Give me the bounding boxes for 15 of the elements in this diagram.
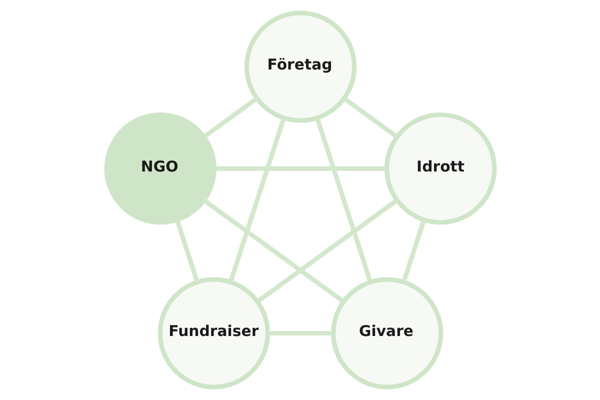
connector bbox=[202, 198, 344, 304]
connector bbox=[174, 219, 199, 282]
connector bbox=[214, 166, 386, 171]
connector bbox=[401, 219, 426, 282]
connector bbox=[267, 330, 332, 336]
node-circle: Givare bbox=[330, 277, 443, 390]
connector bbox=[342, 96, 398, 138]
connector bbox=[314, 117, 372, 283]
node-circle: Idrott bbox=[384, 112, 496, 225]
node-circle: Fundraiser bbox=[157, 277, 270, 390]
connector bbox=[256, 198, 398, 304]
node-circle: NGO bbox=[104, 112, 216, 225]
connector bbox=[228, 117, 286, 283]
node-circle: Företag bbox=[244, 10, 356, 123]
connector bbox=[202, 96, 258, 138]
